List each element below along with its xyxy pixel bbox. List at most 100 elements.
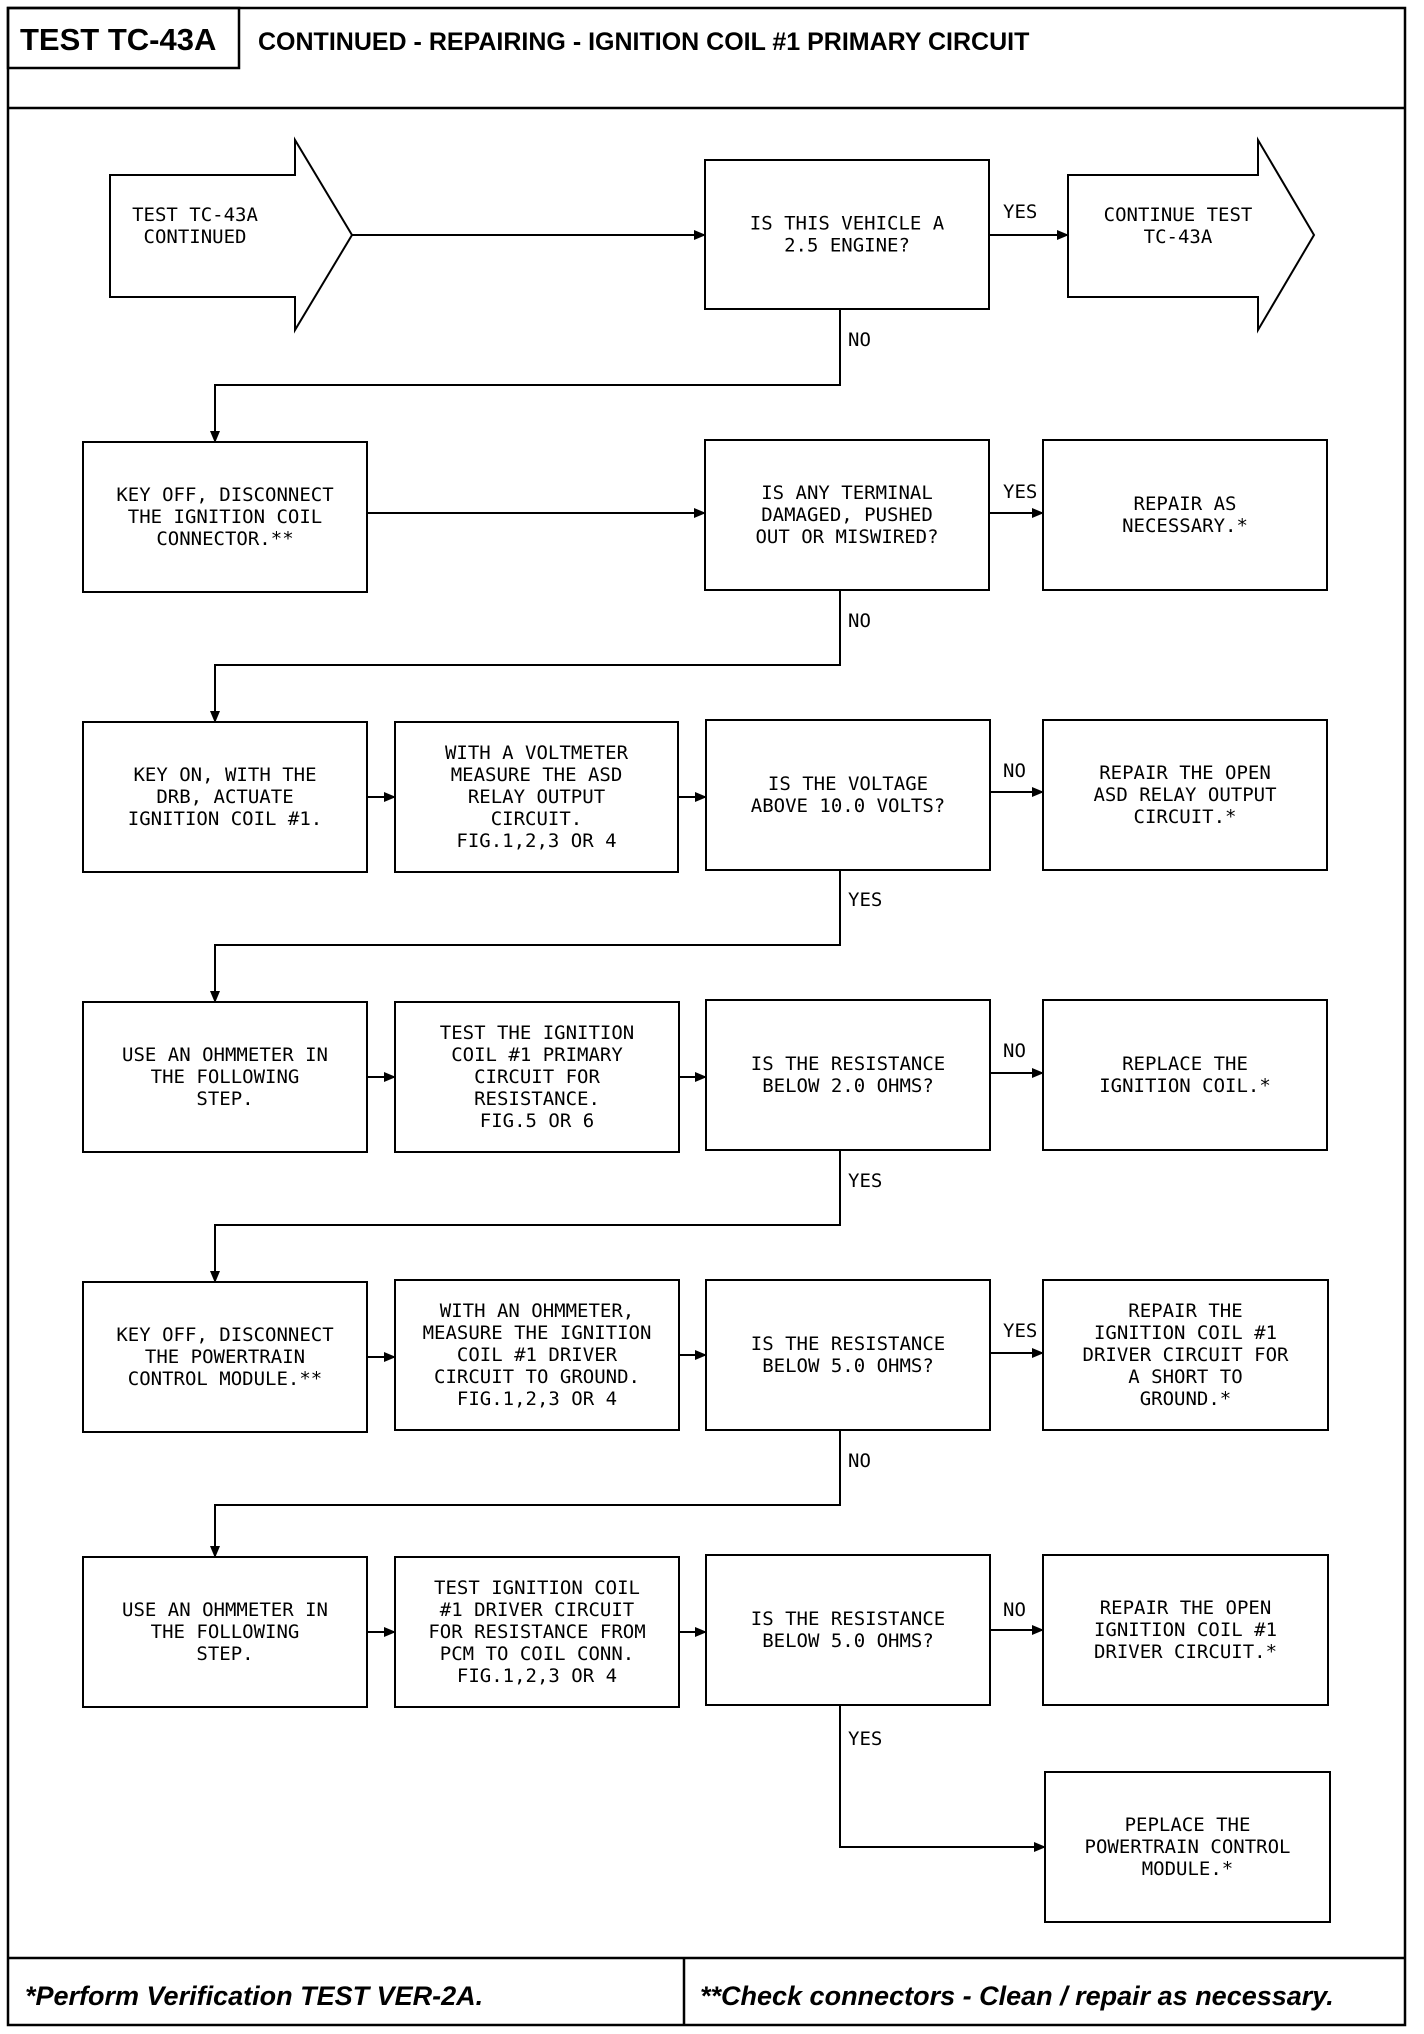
test-primary-line: TEST THE IGNITION — [440, 1022, 634, 1044]
edge-label-res2-yes: YES — [848, 1170, 882, 1192]
voltmeter-line: RELAY OUTPUT — [468, 786, 605, 808]
measure-driver-line: COIL #1 DRIVER — [457, 1344, 618, 1366]
disconnect-pcm-box — [82, 1281, 368, 1433]
edge-label-res5a-yes: YES — [1003, 1320, 1037, 1342]
key-on-box — [82, 721, 368, 873]
edge-label-res5b-no: NO — [1003, 1599, 1026, 1621]
measure-driver-line: WITH AN OHMMETER, — [440, 1300, 634, 1322]
repair-short-box — [1042, 1279, 1329, 1431]
ohm-step-1-line: STEP. — [196, 1088, 253, 1110]
edge-label-res5a-no: NO — [848, 1450, 871, 1472]
key-on-line: IGNITION COIL #1. — [128, 808, 322, 830]
q-res-2-line: BELOW 2.0 OHMS? — [762, 1075, 934, 1097]
disconnect-coil-line: CONNECTOR.** — [156, 528, 293, 550]
test-primary-line: RESISTANCE. — [474, 1088, 600, 1110]
ohm-step-2-box — [82, 1556, 368, 1708]
replace-pcm-line: POWERTRAIN CONTROL — [1085, 1836, 1291, 1858]
replace-pcm-line: MODULE.* — [1142, 1858, 1234, 1880]
edge-res2-yes — [210, 1150, 841, 1283]
edge-terminal-no — [210, 590, 841, 723]
q-engine-line: IS THIS VEHICLE A — [750, 212, 945, 234]
voltmeter-line: FIG.1,2,3 OR 4 — [456, 830, 616, 852]
edge-voltage-yes — [210, 870, 841, 1003]
replace-pcm-box — [1044, 1771, 1331, 1923]
repair-short-line: REPAIR THE — [1128, 1300, 1242, 1322]
q-res-5b-line: IS THE RESISTANCE — [751, 1608, 945, 1630]
q-res-5a-line: IS THE RESISTANCE — [751, 1333, 945, 1355]
repair-open-driver-line: DRIVER CIRCUIT.* — [1094, 1641, 1277, 1663]
edge-label-voltage-no: NO — [1003, 760, 1026, 782]
repair-necessary-line: NECESSARY.* — [1122, 515, 1248, 537]
test-primary-line: CIRCUIT FOR — [474, 1066, 600, 1088]
test-driver-box — [394, 1556, 680, 1708]
edge-label-voltage-yes: YES — [848, 889, 882, 911]
edge-res5b-yes — [839, 1705, 1046, 1852]
q-res-5b-box — [705, 1554, 991, 1706]
start-arrow — [109, 136, 354, 334]
disconnect-coil-box — [82, 441, 368, 593]
connectors — [210, 230, 1069, 1852]
continue-test-line: TC-43A — [1144, 226, 1213, 248]
ohm-step-1-line: THE FOLLOWING — [151, 1066, 300, 1088]
continue-test-line: CONTINUE TEST — [1104, 204, 1253, 226]
measure-driver-line: MEASURE THE IGNITION — [423, 1322, 652, 1344]
edge-label-terminal-yes: YES — [1003, 481, 1037, 503]
voltmeter-box — [394, 721, 679, 873]
repair-open-driver-box — [1042, 1554, 1329, 1706]
q-voltage-line: ABOVE 10.0 VOLTS? — [751, 795, 945, 817]
edge-engine-no — [210, 309, 841, 443]
test-primary-line: FIG.5 OR 6 — [480, 1110, 594, 1132]
measure-driver-box — [394, 1279, 680, 1431]
voltmeter-line: WITH A VOLTMETER — [445, 742, 629, 764]
ohm-step-1-line: USE AN OHMMETER IN — [122, 1044, 328, 1066]
footer-left-note: *Perform Verification TEST VER-2A. — [25, 1981, 483, 2011]
ohm-step-2-line: THE FOLLOWING — [151, 1621, 300, 1643]
page-title: CONTINUED - REPAIRING - IGNITION COIL #1… — [258, 28, 1029, 56]
q-res-5a-line: BELOW 5.0 OHMS? — [762, 1355, 934, 1377]
q-voltage-box — [705, 719, 991, 871]
q-res-5a-box — [705, 1279, 991, 1431]
edge-res5a-no — [210, 1430, 841, 1558]
q-res-5b-line: BELOW 5.0 OHMS? — [762, 1630, 934, 1652]
page-frame — [6, 6, 1407, 2027]
test-driver-line: #1 DRIVER CIRCUIT — [440, 1599, 634, 1621]
q-engine-box — [704, 159, 990, 310]
q-terminal-line: IS ANY TERMINAL — [761, 482, 933, 504]
test-driver-line: TEST IGNITION COIL — [434, 1577, 640, 1599]
footer-right-note: **Check connectors - Clean / repair as n… — [700, 1981, 1334, 2011]
edge-label-terminal-no: NO — [848, 610, 871, 632]
repair-asd-box — [1042, 719, 1328, 871]
repair-asd-line: CIRCUIT.* — [1134, 806, 1237, 828]
disconnect-pcm-line: CONTROL MODULE.** — [128, 1368, 322, 1390]
repair-short-line: IGNITION COIL #1 — [1094, 1322, 1277, 1344]
repair-short-line: A SHORT TO — [1128, 1366, 1242, 1388]
q-voltage-line: IS THE VOLTAGE — [768, 773, 928, 795]
continue-test-arrow — [1067, 136, 1316, 334]
edge-label-engine-no: NO — [848, 329, 871, 351]
ohm-step-2-line: STEP. — [196, 1643, 253, 1665]
test-code-box — [6, 6, 241, 70]
replace-pcm-line: PEPLACE THE — [1125, 1814, 1251, 1836]
measure-driver-line: FIG.1,2,3 OR 4 — [457, 1388, 617, 1410]
ohm-step-2-line: USE AN OHMMETER IN — [122, 1599, 328, 1621]
repair-necessary-line: REPAIR AS — [1134, 493, 1237, 515]
start-line: TEST TC-43A — [132, 204, 258, 226]
